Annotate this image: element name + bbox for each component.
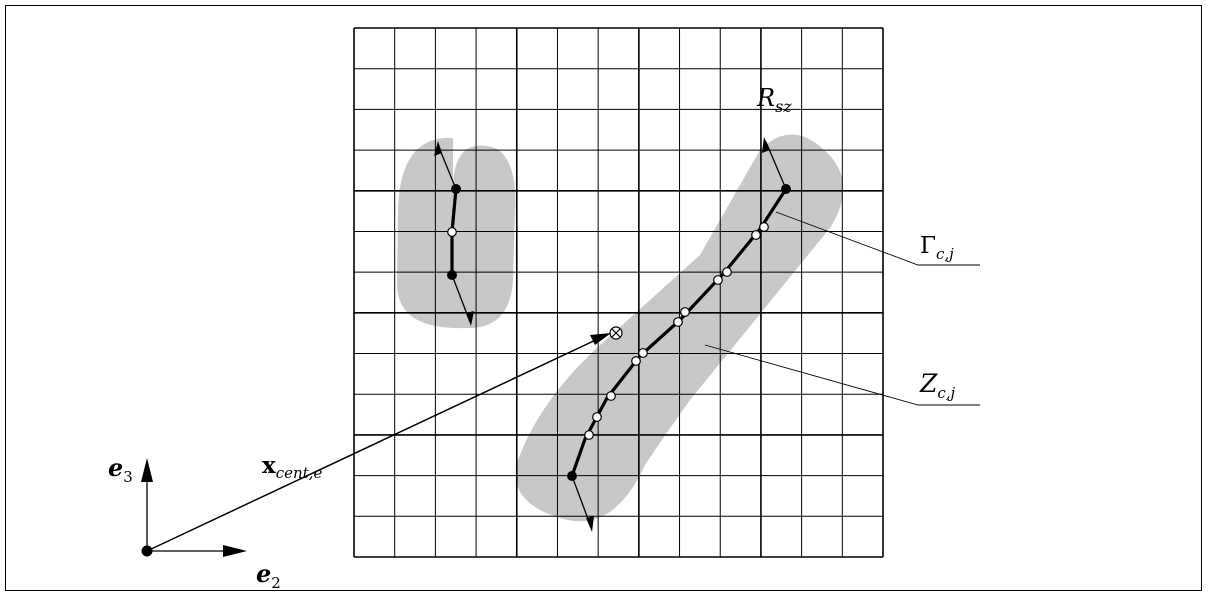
axis-e2-arrowhead (223, 545, 247, 557)
element-center-marker (609, 326, 623, 340)
svg-text:xcent,e: xcent,e (262, 452, 322, 482)
coordinate-axes (141, 458, 247, 557)
leader-lines (704, 211, 980, 406)
axis-e3-arrowhead (141, 458, 153, 482)
inner-nodes (584, 222, 769, 440)
svg-text:Γc,j: Γc,j (920, 233, 954, 263)
inner-node (447, 227, 457, 237)
svg-text:e2: e2 (256, 559, 281, 592)
origin-point (141, 545, 153, 557)
label-axis-e2: e2 (256, 559, 281, 592)
position-vector-arrow (146, 333, 611, 552)
svg-text:Zc,j: Zc,j (919, 369, 956, 402)
zone-leader (704, 344, 980, 406)
label-axis-e3: e3 (108, 453, 133, 486)
mesh-grid (353, 27, 884, 558)
label-position-vector: xcent,e (262, 452, 322, 482)
curve-right (567, 137, 791, 532)
end-node (781, 184, 791, 194)
label-zone: Zc,j (919, 369, 956, 402)
label-radius: Rsz (756, 84, 792, 116)
svg-text:e3: e3 (108, 453, 133, 486)
svg-text:Rsz: Rsz (756, 84, 792, 116)
curve-left (434, 141, 474, 326)
end-node (447, 270, 457, 280)
curve-leader (775, 211, 980, 266)
end-node (567, 471, 577, 481)
label-curve: Γc,j (920, 233, 954, 263)
end-node (451, 184, 461, 194)
